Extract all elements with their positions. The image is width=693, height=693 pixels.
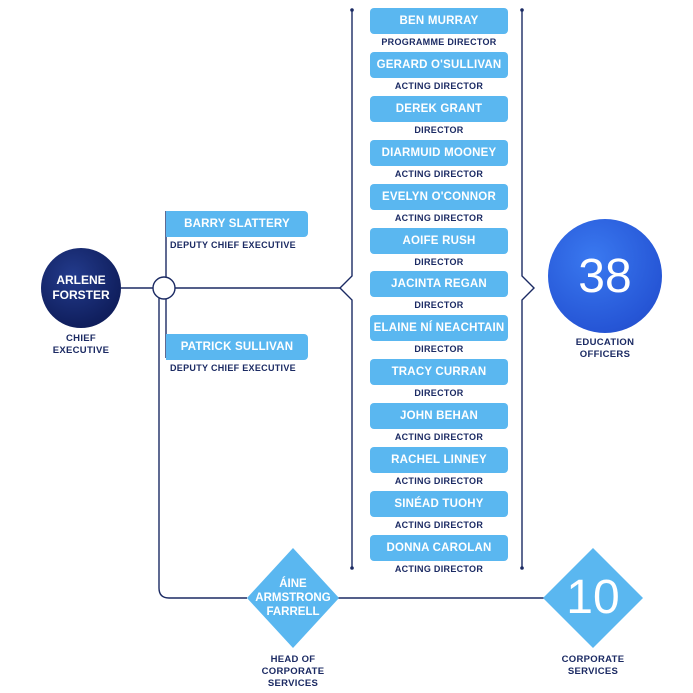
deputy-title: DEPUTY CHIEF EXECUTIVE <box>170 363 296 373</box>
education-officers-label: EDUCATION OFFICERS <box>548 337 662 361</box>
director-title: ACTING DIRECTOR <box>394 476 484 486</box>
director-name-box: RACHEL LINNEY <box>370 447 508 473</box>
director-title: DIRECTOR <box>414 388 464 398</box>
director-title: ACTING DIRECTOR <box>394 81 484 91</box>
director-name-box: DIARMUID MOONEY <box>370 140 508 166</box>
head-corporate-title-line2: CORPORATE <box>261 666 325 677</box>
director-name-box: BEN MURRAY <box>370 8 508 34</box>
director-title: ACTING DIRECTOR <box>394 520 484 530</box>
education-officers-node: 38 <box>548 219 662 333</box>
deputy-name-box: PATRICK SULLIVAN <box>166 334 308 360</box>
deputy-title: DEPUTY CHIEF EXECUTIVE <box>170 240 296 250</box>
director-title: ACTING DIRECTOR <box>394 213 484 223</box>
head-corporate-name: ÁINE ARMSTRONG FARRELL <box>247 577 339 619</box>
head-corporate-name-line3: FARRELL <box>266 606 320 618</box>
ceo-node: ARLENE FORSTER <box>41 248 121 328</box>
director-name-box: SINÉAD TUOHY <box>370 491 508 517</box>
director-title: DIRECTOR <box>414 257 464 267</box>
director-title: DIRECTOR <box>414 125 464 135</box>
head-corporate-title: HEAD OF CORPORATE SERVICES <box>243 654 343 690</box>
director-name-box: GERARD O'SULLIVAN <box>370 52 508 78</box>
corporate-services-diamond <box>543 548 643 648</box>
director-name-box: DEREK GRANT <box>370 96 508 122</box>
corporate-services-label-line2: SERVICES <box>567 666 619 677</box>
junction-node <box>152 276 176 300</box>
director-name-box: TRACY CURRAN <box>370 359 508 385</box>
director-name-box: AOIFE RUSH <box>370 228 508 254</box>
corporate-services-label: CORPORATE SERVICES <box>543 654 643 678</box>
director-title: DIRECTOR <box>414 344 464 354</box>
director-title: ACTING DIRECTOR <box>394 169 484 179</box>
education-officers-count: 38 <box>578 249 632 303</box>
director-title: ACTING DIRECTOR <box>394 432 484 442</box>
education-officers-label-line2: OFFICERS <box>579 349 631 360</box>
director-name-box: EVELYN O'CONNOR <box>370 184 508 210</box>
director-title: ACTING DIRECTOR <box>394 564 484 574</box>
director-name-box: JOHN BEHAN <box>370 403 508 429</box>
head-corporate-name-line2: ARMSTRONG <box>255 592 331 604</box>
ceo-title: CHIEF EXECUTIVE <box>41 333 121 357</box>
head-corporate-title-line3: SERVICES <box>267 678 319 689</box>
head-corporate-name-line1: ÁINE <box>279 578 307 590</box>
director-name-box: ELAINE NÍ NEACHTAIN <box>370 315 508 341</box>
corporate-services-label-line1: CORPORATE <box>561 654 625 665</box>
director-name-box: DONNA CAROLAN <box>370 535 508 561</box>
director-title: PROGRAMME DIRECTOR <box>381 37 497 47</box>
director-name-box: JACINTA REGAN <box>370 271 508 297</box>
education-officers-label-line1: EDUCATION <box>575 337 635 348</box>
head-corporate-title-line1: HEAD OF <box>270 654 316 665</box>
ceo-name-line1: ARLENE <box>56 273 106 287</box>
ceo-title-line2: EXECUTIVE <box>52 345 110 356</box>
deputy-name-box: BARRY SLATTERY <box>166 211 308 237</box>
ceo-name-line2: FORSTER <box>52 288 110 302</box>
director-title: DIRECTOR <box>414 300 464 310</box>
ceo-title-line1: CHIEF <box>66 333 96 344</box>
corporate-services-count: 10 <box>566 571 620 624</box>
head-corporate-diamond <box>247 548 339 648</box>
